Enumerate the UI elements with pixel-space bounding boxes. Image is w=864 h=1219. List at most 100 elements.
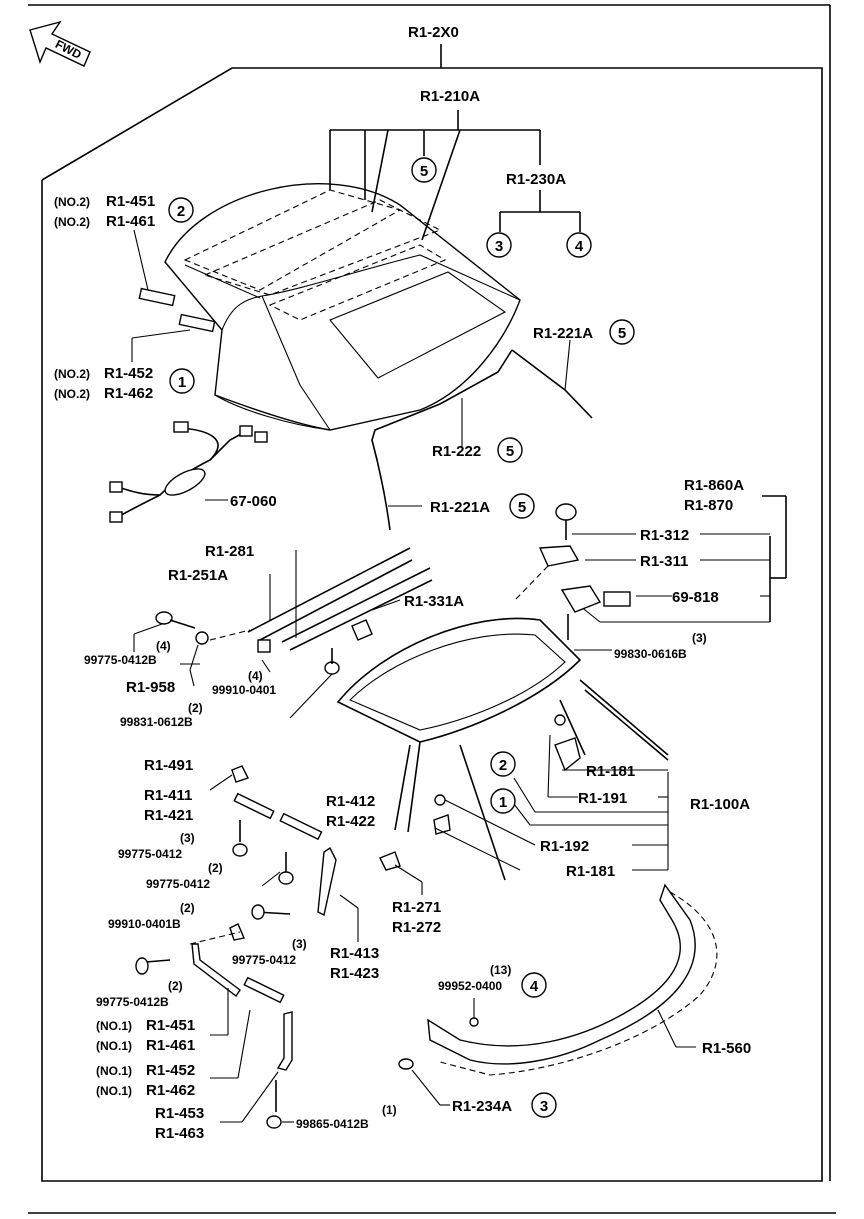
label-r1-452-top: R1-452 <box>104 365 153 382</box>
label-qty: (1) <box>382 1103 397 1117</box>
svg-text:4: 4 <box>530 978 539 995</box>
top-frame <box>336 617 669 881</box>
part-labels: R1-2X0 R1-210A R1-230A (NO.2) R1-451 (NO… <box>54 24 751 1142</box>
label-99775-0412: 99775-0412 <box>118 847 182 861</box>
label-qty: (4) <box>248 669 263 683</box>
page-frame <box>28 4 836 1214</box>
label-99910-0401b: 99910-0401B <box>108 917 181 931</box>
label-qty: (2) <box>180 901 195 915</box>
label-r1-451-bot: R1-451 <box>146 1017 195 1034</box>
label-r1-272: R1-272 <box>392 919 441 936</box>
label-qty: (3) <box>692 631 707 645</box>
label-99775-0412b: 99775-0412B <box>96 995 169 1009</box>
ref-circle-5-top: 5 <box>411 157 437 183</box>
label-r1-461-top: R1-461 <box>106 213 155 230</box>
label-r1-181-b: R1-181 <box>566 863 615 880</box>
label-r1-462-top: R1-462 <box>104 385 153 402</box>
svg-text:5: 5 <box>518 499 526 516</box>
ref-circle-2-frame: 2 <box>490 751 516 777</box>
label-qty: (13) <box>490 963 511 977</box>
ref-circle-5-221a-mid: 5 <box>509 493 535 519</box>
svg-text:5: 5 <box>420 163 428 180</box>
label-r1-281: R1-281 <box>205 543 254 560</box>
label-qty: (2) <box>208 861 223 875</box>
svg-text:2: 2 <box>499 757 507 774</box>
right-cluster <box>514 495 787 651</box>
label-r1-181-a: R1-181 <box>586 763 635 780</box>
label-r1-870: R1-870 <box>684 497 733 514</box>
label-no2: (NO.2) <box>54 367 90 381</box>
fwd-arrow-icon: FWD <box>29 20 91 67</box>
svg-text:1: 1 <box>178 374 186 391</box>
rear-molding <box>398 883 718 1106</box>
label-qty: (2) <box>188 701 203 715</box>
hardware-left-upper <box>133 599 401 719</box>
label-99775-0412: 99775-0412 <box>232 953 296 967</box>
soft-top-canvas <box>164 183 521 431</box>
label-r1-453: R1-453 <box>155 1105 204 1122</box>
label-r1-311: R1-311 <box>640 553 688 570</box>
label-r1-413: R1-413 <box>330 945 379 962</box>
label-99865-0412b: 99865-0412B <box>296 1117 369 1131</box>
assembly-outline <box>41 44 823 1182</box>
label-r1-191: R1-191 <box>578 790 627 807</box>
label-no1: (NO.1) <box>96 1084 132 1098</box>
label-99775-0412: 99775-0412 <box>146 877 210 891</box>
svg-text:5: 5 <box>618 325 626 342</box>
label-r1-462-bot: R1-462 <box>146 1082 195 1099</box>
label-r1-100a: R1-100A <box>690 796 750 813</box>
weatherstrips <box>371 339 593 531</box>
label-r1-423: R1-423 <box>330 965 379 982</box>
ref-circle-3-234a: 3 <box>531 1092 557 1118</box>
label-no2: (NO.2) <box>54 195 90 209</box>
label-no2: (NO.2) <box>54 215 90 229</box>
label-r1-192: R1-192 <box>540 838 589 855</box>
label-99775-0412b: 99775-0412B <box>84 653 157 667</box>
ref-circle-5-222: 5 <box>497 437 523 463</box>
label-r1-491: R1-491 <box>144 757 193 774</box>
ref-circle-5-221a-top: 5 <box>609 319 635 345</box>
label-r1-461-bot: R1-461 <box>146 1037 195 1054</box>
label-qty: (4) <box>156 639 171 653</box>
label-r1-451-top: R1-451 <box>106 193 155 210</box>
label-r1-221a-mid: R1-221A <box>430 499 490 516</box>
label-99910-0401: 99910-0401 <box>212 683 276 697</box>
label-r1-312: R1-312 <box>640 527 689 544</box>
label-r1-411: R1-411 <box>144 787 192 804</box>
svg-text:5: 5 <box>506 443 514 460</box>
label-r1-331a: R1-331A <box>404 593 464 610</box>
svg-text:1: 1 <box>499 794 507 811</box>
label-r1-2x0: R1-2X0 <box>408 24 459 41</box>
label-r1-210a: R1-210A <box>420 88 480 105</box>
label-r1-222: R1-222 <box>432 443 481 460</box>
label-99831-0612b: 99831-0612B <box>120 715 193 729</box>
label-no1: (NO.1) <box>96 1039 132 1053</box>
label-r1-271: R1-271 <box>392 899 441 916</box>
wire-harness <box>109 421 268 523</box>
svg-text:3: 3 <box>540 1098 548 1115</box>
ref-circle-1-left: 1 <box>169 368 195 394</box>
svg-text:2: 2 <box>177 203 185 220</box>
label-r1-958: R1-958 <box>126 679 175 696</box>
label-r1-412: R1-412 <box>326 793 375 810</box>
label-no1: (NO.1) <box>96 1019 132 1033</box>
hardware-lower-left <box>135 765 359 1129</box>
svg-text:4: 4 <box>575 238 584 255</box>
label-r1-234a: R1-234A <box>452 1098 512 1115</box>
label-99830-0616b: 99830-0616B <box>614 647 687 661</box>
label-69-818: 69-818 <box>672 589 719 606</box>
ref-circle-4: 4 <box>566 232 592 258</box>
label-r1-452-bot: R1-452 <box>146 1062 195 1079</box>
label-r1-230a: R1-230A <box>506 171 566 188</box>
misc-leaders <box>180 663 294 1123</box>
label-no1: (NO.1) <box>96 1064 132 1078</box>
ref-circle-3: 3 <box>486 232 512 258</box>
frame-leaders <box>394 734 669 895</box>
label-no2: (NO.2) <box>54 387 90 401</box>
label-99952-0400: 99952-0400 <box>438 979 502 993</box>
label-qty: (3) <box>180 831 195 845</box>
label-r1-251a: R1-251A <box>168 567 228 584</box>
ref-circle-2-left: 2 <box>168 197 194 223</box>
svg-text:3: 3 <box>495 238 503 255</box>
